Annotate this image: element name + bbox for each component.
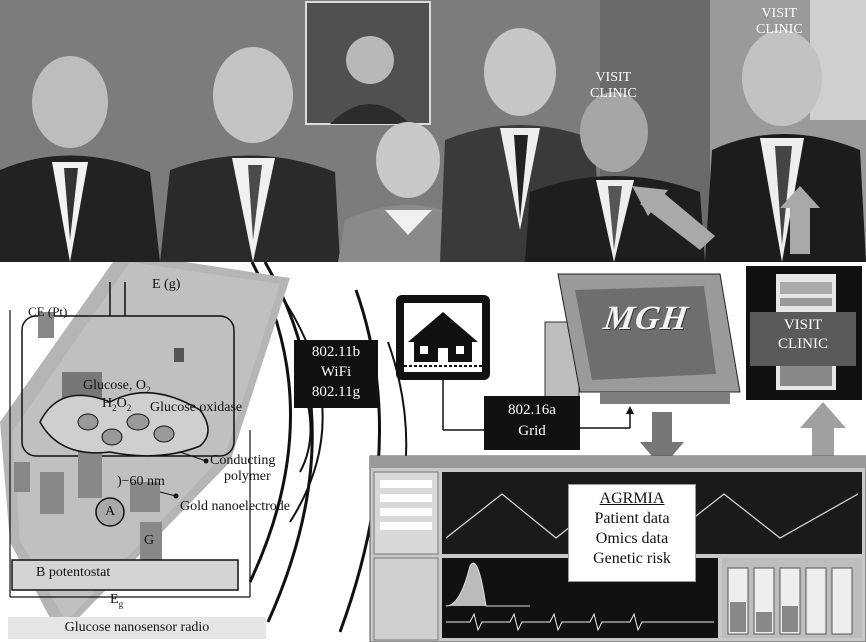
agrmia-genetic-risk: Genetic risk xyxy=(593,550,671,567)
ammeter-label: A xyxy=(105,504,116,519)
radio-wave xyxy=(279,293,324,523)
g-label: G xyxy=(144,533,155,548)
eg-bottom-label: Eg xyxy=(110,592,124,609)
h2o2-label: H2O2 xyxy=(102,396,132,413)
glucose-oxidase-label: Glucose oxidase xyxy=(150,400,243,415)
diagram-drawing xyxy=(0,262,866,642)
down-arrow xyxy=(652,412,672,444)
glucose-o2-label: Glucose, O2 xyxy=(83,378,151,395)
monitor-icon xyxy=(544,273,741,413)
wifi-box: 802.11b WiFi 802.11g xyxy=(294,340,378,408)
radio-wave xyxy=(338,289,381,633)
cell-frame xyxy=(21,315,235,457)
agrmia-omics-data: Omics data xyxy=(595,530,669,547)
nm-label: )−60 nm xyxy=(117,474,165,489)
mgh-logo: MGH xyxy=(601,300,691,337)
potentiostat-label: B potentostat xyxy=(36,565,111,580)
visit-clinic-label-1: VISIT CLINIC xyxy=(590,70,637,101)
ammeter xyxy=(95,497,125,527)
gold-nanoelectrode-label: Gold nanoelectrode xyxy=(180,499,291,514)
potentiostat-box xyxy=(11,559,239,591)
sensor-caption: Glucose nanosensor radio xyxy=(8,617,266,639)
visit-clinic-box-label: VISIT CLINIC xyxy=(750,312,856,366)
agrmia-title: AGRMIA xyxy=(599,490,665,507)
e-g-top-label: E (g) xyxy=(152,277,181,292)
agrmia-patient-data: Patient data xyxy=(594,510,670,527)
agrmia-panel: AGRMIA Patient data Omics data Genetic r… xyxy=(568,484,696,582)
group-photo-drawing xyxy=(0,0,866,262)
grid-box: 802.16a Grid xyxy=(484,396,580,450)
visit-clinic-label-2: VISIT CLINIC xyxy=(756,6,803,37)
ce-label: CE (Pt) xyxy=(28,304,68,319)
group-photo xyxy=(0,0,866,262)
